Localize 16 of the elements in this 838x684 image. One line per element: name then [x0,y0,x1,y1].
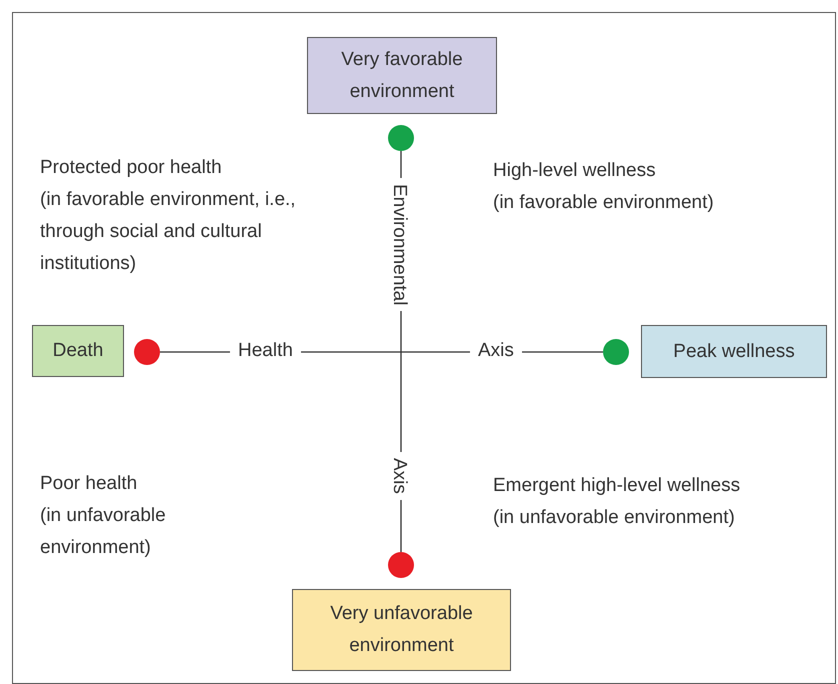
quadrant-text: (in unfavorable environment) [493,506,736,530]
quadrant-text: Poor health [40,472,138,496]
label-box: Very unfavorable environment [292,589,511,671]
dot-marker [388,552,414,578]
quadrant-text: (in favorable environment, i.e., through social and cultural institutions) [40,188,297,276]
quadrant-text: Protected poor health [40,156,223,180]
quadrant-text: High-level wellness [493,159,657,183]
label-box: Very favorable environment [307,37,497,114]
label-box: Peak wellness [641,325,827,378]
quadrant-text: (in favorable environment) [493,191,715,215]
quadrant-text: Emergent high-level wellness [493,474,742,498]
label-box: Death [32,325,124,377]
dot-marker [388,125,414,151]
dot-marker [603,339,629,365]
dot-marker [134,339,160,365]
quadrant-text: (in unfavorable environment) [40,504,167,560]
